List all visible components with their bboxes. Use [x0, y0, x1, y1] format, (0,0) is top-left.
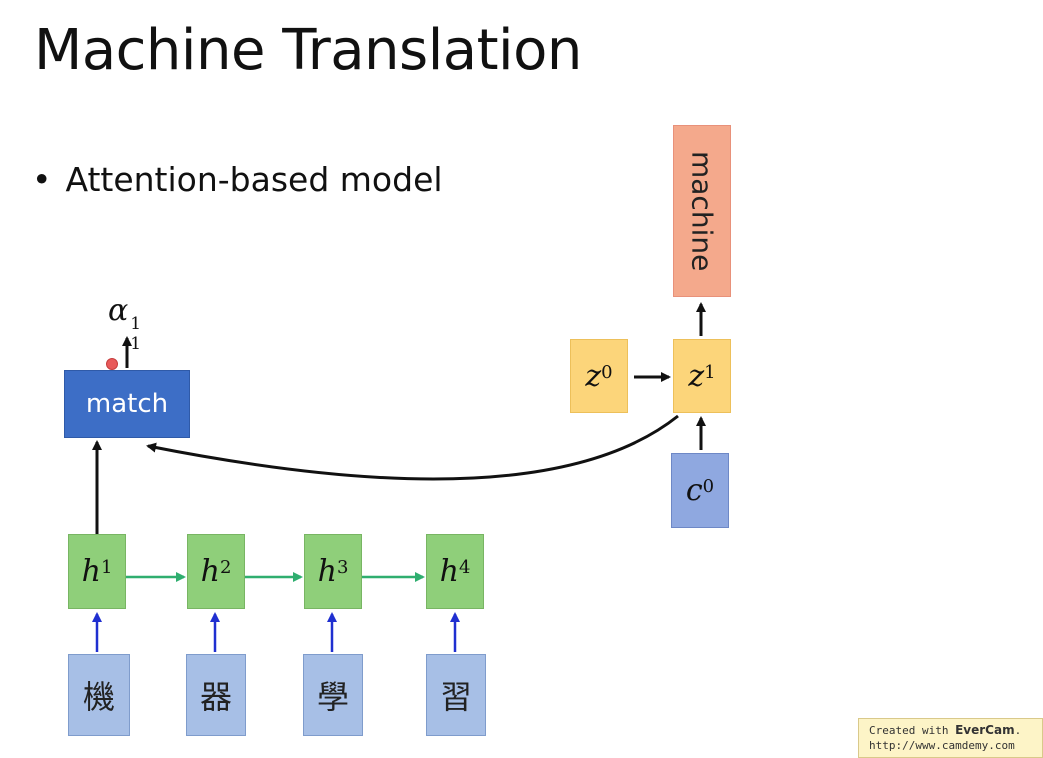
input-token-4: 習 [426, 654, 486, 736]
sup: 4 [458, 557, 471, 578]
output-word-box: machine [673, 125, 731, 297]
var: z [585, 358, 602, 394]
bullet-symbol: • [32, 160, 52, 199]
sup: 2 [219, 557, 232, 578]
token-text: 機 [82, 678, 115, 716]
var: c [685, 473, 703, 508]
watermark-suffix: . [1014, 724, 1022, 737]
watermark-brand: EverCam [955, 723, 1015, 737]
var: z [688, 358, 705, 394]
evercam-watermark: Created with EverCam. http://www.camdemy… [858, 718, 1043, 758]
watermark-prefix: Created with [869, 724, 956, 737]
sup: 1 [704, 361, 716, 383]
match-box: match [64, 370, 190, 438]
arrow-z1-to-match [146, 414, 679, 481]
watermark-url: http://www.camdemy.com [869, 739, 1015, 752]
var: h [317, 554, 337, 589]
alpha-sub: 1 [130, 334, 142, 354]
token-text: 習 [439, 678, 472, 716]
sup: 0 [702, 476, 715, 497]
sup: 0 [601, 361, 613, 383]
output-word: machine [685, 150, 719, 272]
input-token-1: 機 [68, 654, 130, 736]
bullet-item: • Attention-based model [32, 160, 443, 199]
token-text: 器 [199, 678, 232, 716]
alpha-sup: 1 [130, 314, 142, 334]
bullet-text: Attention-based model [65, 160, 443, 199]
mouse-cursor-dot [106, 358, 118, 370]
token-text: 學 [316, 678, 349, 716]
input-token-2: 器 [186, 654, 246, 736]
input-token-3: 學 [303, 654, 363, 736]
sup: 1 [100, 557, 113, 578]
match-label: match [85, 389, 169, 419]
slide-title: Machine Translation [34, 18, 582, 83]
sup: 3 [336, 557, 349, 578]
alpha-symbol: α [108, 293, 129, 328]
var: h [200, 554, 220, 589]
var: h [439, 554, 459, 589]
var: h [81, 554, 101, 589]
